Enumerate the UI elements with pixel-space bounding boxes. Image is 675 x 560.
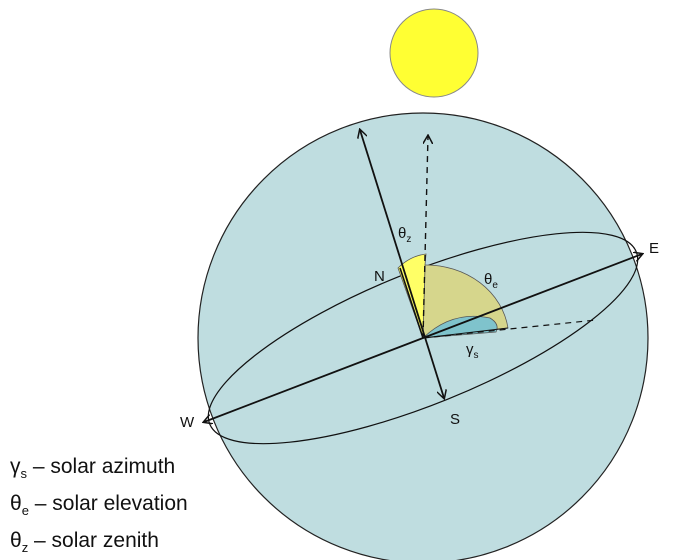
label-elevation-angle: θe [484, 271, 498, 291]
label-west: W [180, 414, 195, 431]
elevation-ray [422, 327, 509, 339]
label-north: N [374, 268, 385, 285]
legend-item-elevation: θe – solar elevation [10, 492, 188, 519]
label-azimuth-angle: γs [466, 341, 479, 361]
sun [389, 8, 479, 98]
angle-legend: γs – solar azimuth θe – solar elevation … [10, 452, 188, 560]
legend-item-zenith: θz – solar zenith [10, 529, 159, 556]
label-east: E [649, 240, 659, 257]
sun-projection-line [422, 319, 597, 339]
label-south: S [450, 411, 460, 428]
label-zenith-angle: θz [398, 225, 411, 245]
legend-item-azimuth: γs – solar azimuth [10, 455, 176, 482]
sun-direction-line [399, 267, 424, 339]
zenith-line [422, 136, 428, 339]
